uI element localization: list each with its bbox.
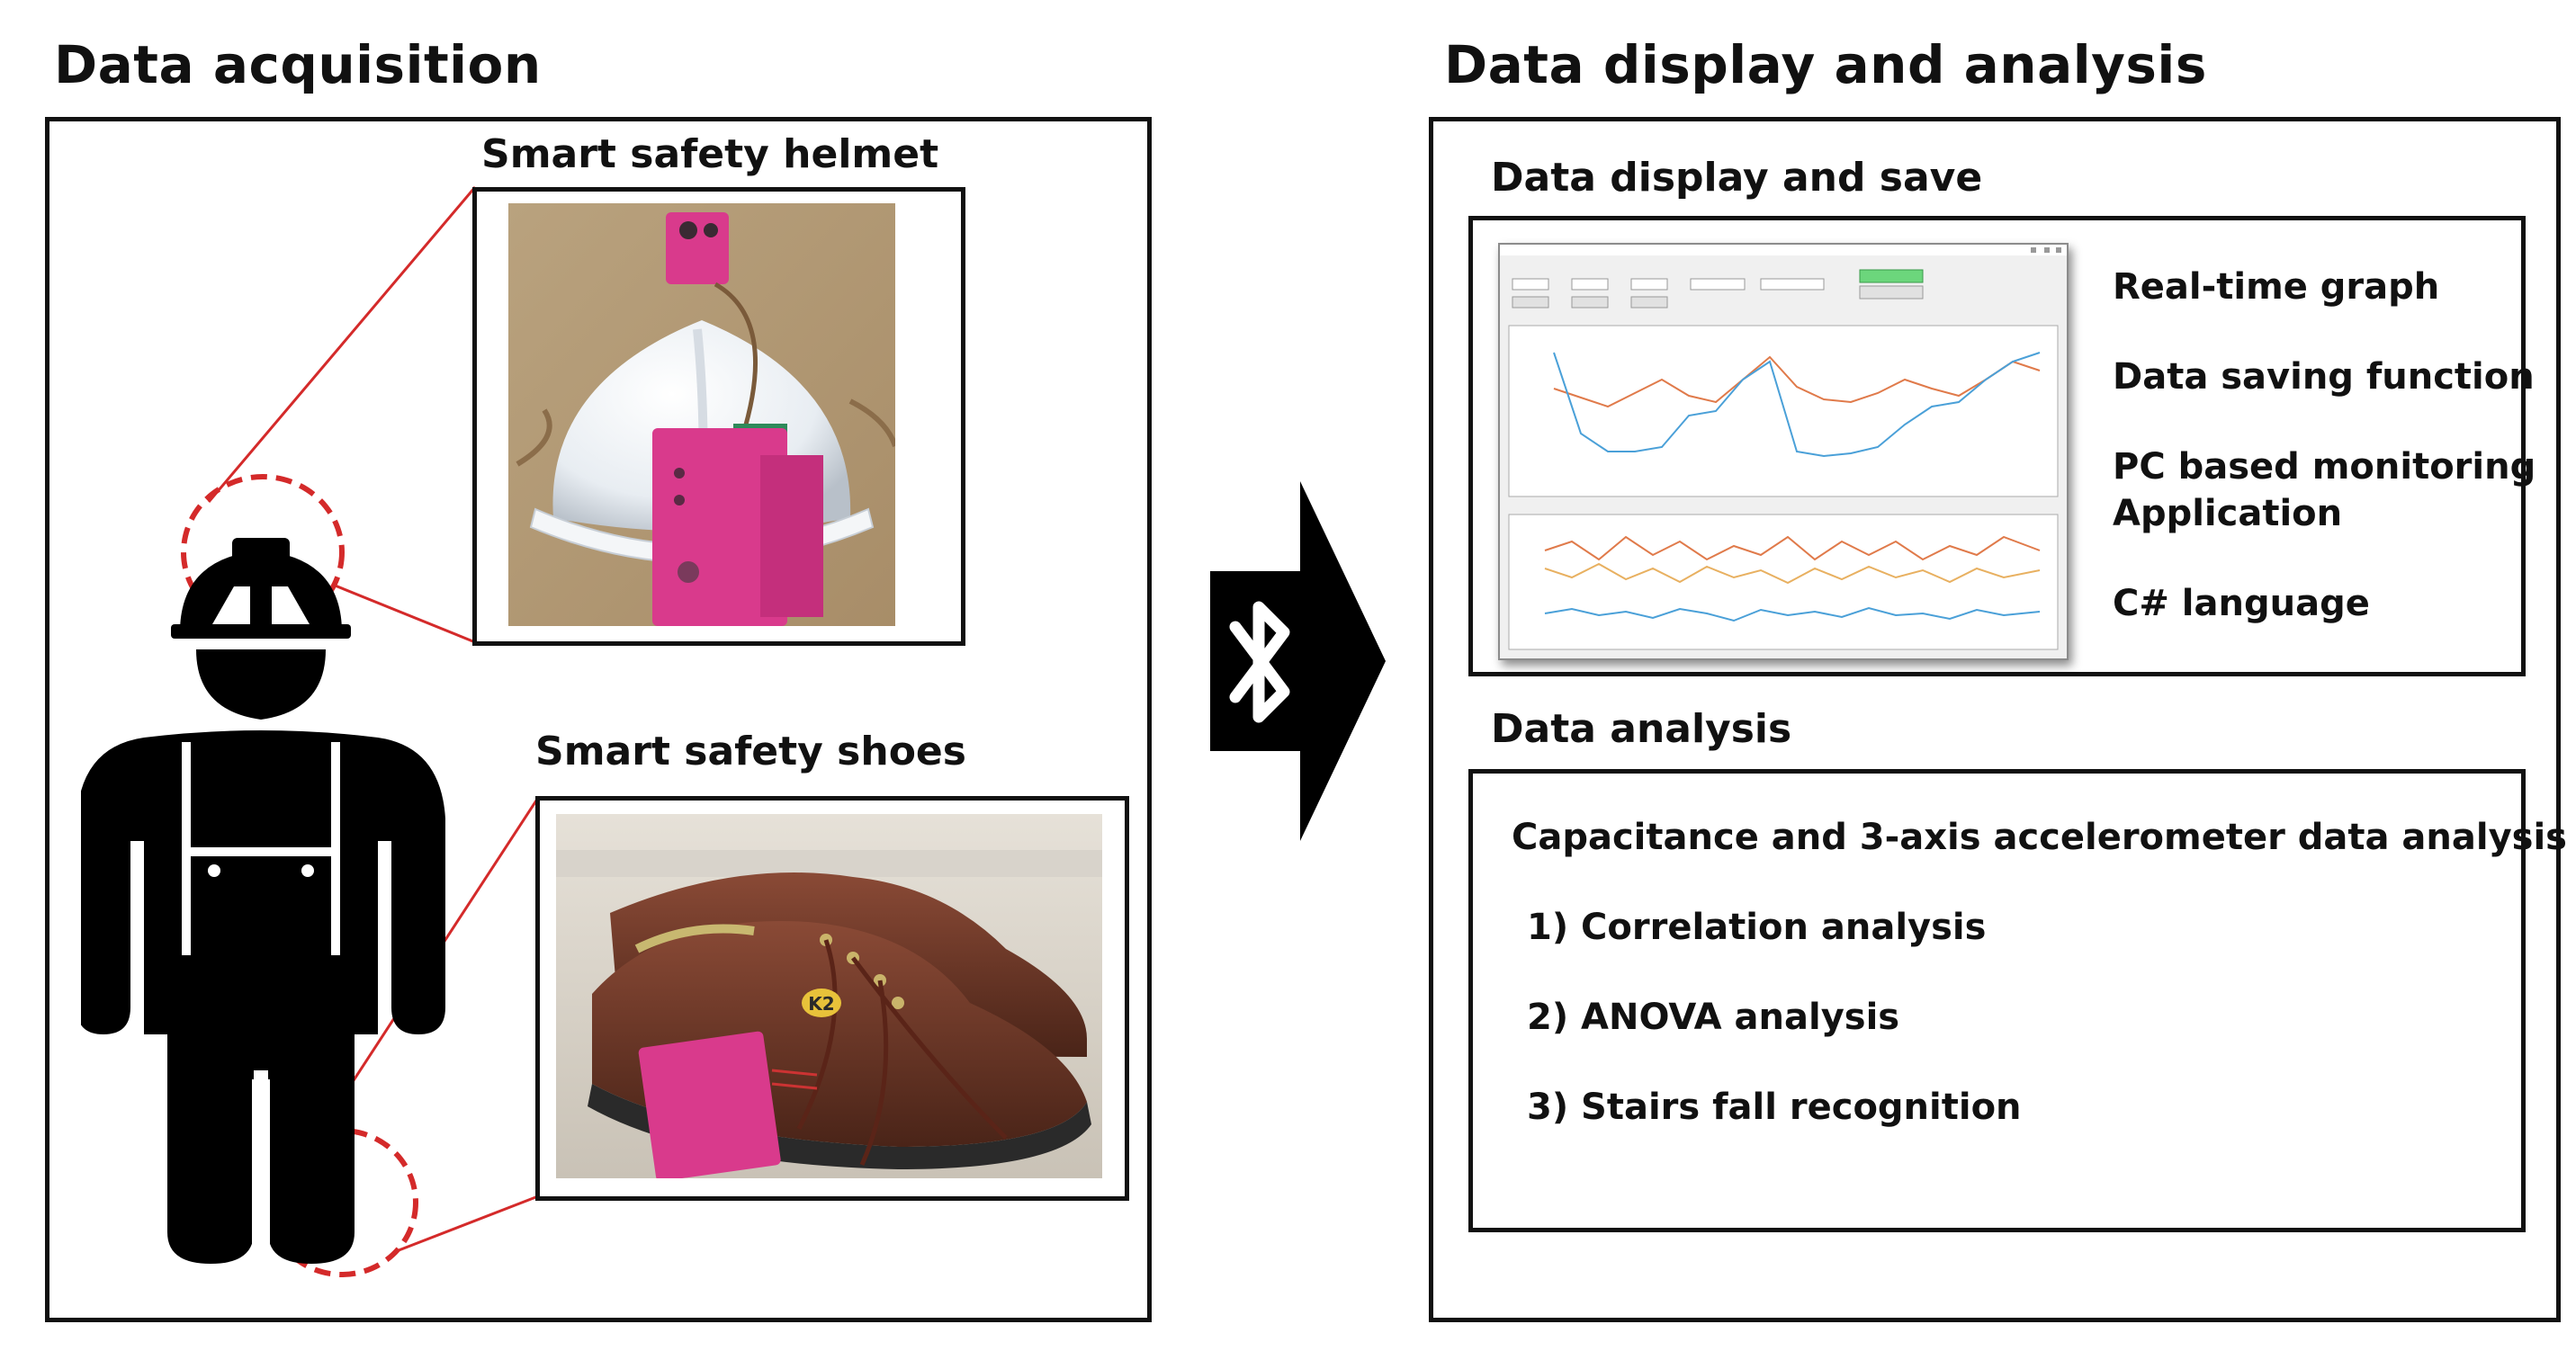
analysis-heading: Data analysis — [1491, 706, 1792, 752]
acquisition-panel — [45, 117, 1152, 1322]
analysis-intro: Capacitance and 3-axis accelerometer dat… — [1512, 817, 2567, 858]
analysis-box — [1468, 769, 2526, 1232]
smart-shoes-image: K2 — [556, 814, 1102, 1178]
helmet-callout-line-top — [207, 186, 477, 503]
helmet-callout-line-bottom — [332, 583, 476, 644]
feature-pc-monitoring: PC based monitoring — [2113, 446, 2536, 488]
feature-data-saving: Data saving function — [2113, 356, 2535, 398]
bluetooth-icon — [1229, 601, 1290, 723]
analysis-item-correlation: 1) Correlation analysis — [1527, 907, 1987, 948]
acquisition-title: Data acquisition — [54, 34, 542, 95]
analysis-item-anova: 2) ANOVA analysis — [1527, 997, 1900, 1038]
display-analysis-panel — [1429, 117, 2561, 1322]
display-save-box — [1468, 216, 2526, 676]
worker-icon — [81, 538, 445, 1268]
shoes-label: Smart safety shoes — [535, 729, 966, 774]
feature-realtime-graph: Real-time graph — [2113, 266, 2440, 308]
shoes-photo-frame — [535, 796, 1129, 1201]
smart-helmet-image — [508, 203, 895, 626]
helmet-highlight-circle — [181, 474, 345, 631]
feature-application: Application — [2113, 493, 2343, 534]
helmet-label: Smart safety helmet — [481, 131, 939, 177]
helmet-photo — [508, 203, 895, 626]
shoes-callout-line-bottom — [393, 1194, 539, 1254]
shoes-photo: K2 — [556, 814, 1102, 1178]
shoe-logo-text: K2 — [808, 993, 834, 1015]
display-analysis-title: Data display and analysis — [1444, 34, 2207, 95]
analysis-item-stairs-fall: 3) Stairs fall recognition — [1527, 1087, 2022, 1128]
bluetooth-arrow — [1210, 481, 1386, 841]
helmet-photo-frame — [472, 187, 965, 646]
display-save-heading: Data display and save — [1491, 155, 1983, 201]
feature-csharp: C# language — [2113, 583, 2370, 624]
monitoring-app-window — [1500, 245, 2067, 650]
monitoring-app-screenshot — [1498, 243, 2069, 660]
